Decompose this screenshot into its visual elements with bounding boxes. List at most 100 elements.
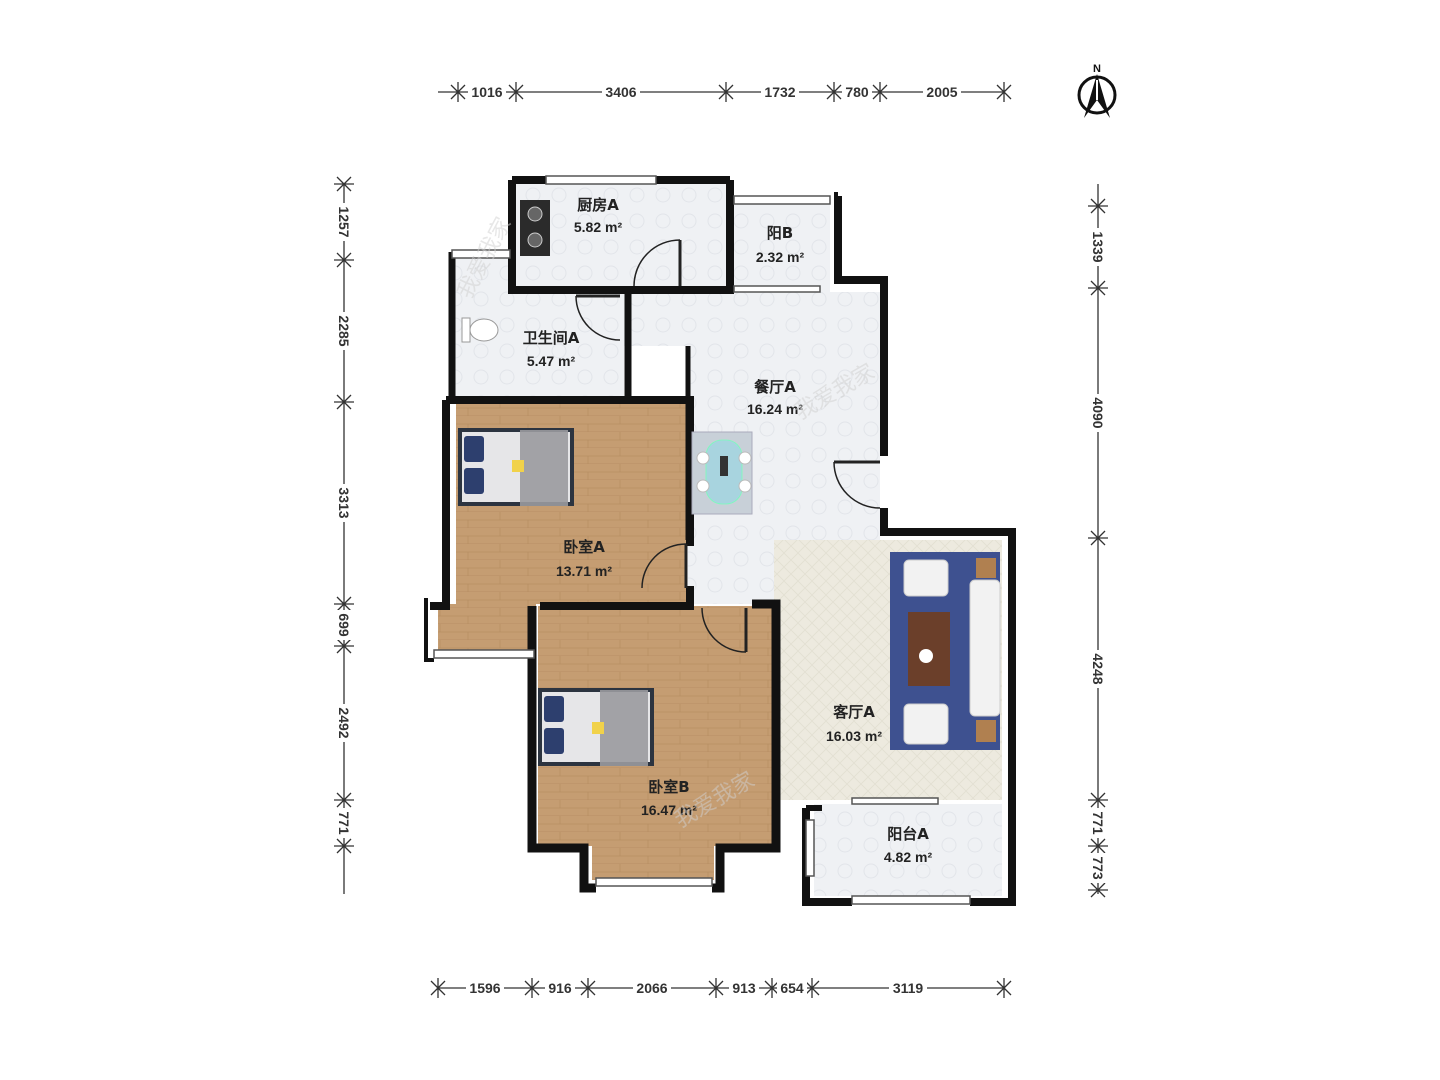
dimension-label-bg — [842, 83, 872, 101]
dimension-tick — [804, 978, 820, 998]
bathroom-window — [451, 249, 511, 259]
dimension-tick — [826, 82, 842, 102]
dimension-tick — [1088, 792, 1108, 808]
doors — [575, 239, 881, 653]
dimension-label: 2285 — [336, 315, 352, 346]
bedroom-b-door — [701, 607, 748, 653]
dimension-label-bg — [335, 312, 353, 350]
dimension-label: 4248 — [1090, 653, 1106, 684]
small-balcony-window — [733, 195, 831, 205]
dimension-tick — [1088, 198, 1108, 214]
dimension-label: 1257 — [336, 206, 352, 237]
bedroom-b-window — [595, 877, 713, 887]
dimension-label-bg — [923, 83, 961, 101]
sofa-set-icon — [890, 552, 1001, 750]
toilet-icon — [461, 317, 499, 343]
living-sliding-door — [851, 797, 939, 805]
small-balcony-floor — [734, 204, 830, 292]
room-name-small-balcony: 阳B — [767, 224, 793, 242]
dimension-label: 771 — [1090, 811, 1106, 835]
dimension-label-bg — [335, 203, 353, 241]
dimension-label: 773 — [1090, 856, 1106, 880]
room-name-balcony-a: 阳台A — [887, 825, 929, 843]
room-name-bathroom: 卫生间A — [523, 329, 580, 347]
dimension-label-bg — [1089, 808, 1107, 838]
bedroom-a-bay-wall — [424, 598, 434, 662]
dimension-tick — [708, 978, 724, 998]
dimension-label-bg — [729, 979, 759, 997]
dimension-label: 3313 — [336, 487, 352, 518]
dimension-label: 2005 — [926, 84, 957, 100]
dimension-label: 1339 — [1090, 231, 1106, 262]
dimension-label-bg — [545, 979, 575, 997]
dimension-tick — [334, 176, 354, 192]
dining-side-door — [833, 460, 881, 509]
dimension-label: 1016 — [471, 84, 502, 100]
dimension-label-bg — [335, 610, 353, 640]
dimension-label-bg — [335, 484, 353, 522]
room-name-living: 客厅A — [832, 703, 875, 721]
bedroom-b-floor — [538, 606, 772, 880]
dimension-tick — [872, 82, 888, 102]
kitchen-door — [633, 239, 682, 287]
room-name-bedroom-b: 卧室B — [648, 778, 689, 796]
dimension-label-bg — [335, 704, 353, 742]
dimension-tick — [1088, 838, 1108, 854]
dimension-tick — [334, 838, 354, 854]
dimension-label-bg — [1089, 650, 1107, 688]
dimension-label: 771 — [336, 811, 352, 835]
balcony-a-window — [851, 895, 971, 905]
dimension-label-bg — [889, 979, 927, 997]
dimension-label-bg — [777, 979, 807, 997]
dimension-ticks — [334, 82, 1108, 998]
dimension-label-bg — [1089, 853, 1107, 883]
room-area-balcony-a: 4.82 m² — [884, 849, 933, 865]
dimension-tick — [718, 82, 734, 102]
balcony-a-side-window — [805, 819, 815, 877]
dimension-label-bg — [1089, 228, 1107, 266]
dimension-label: 3406 — [605, 84, 636, 100]
bedroom-a-bay-floor — [438, 604, 536, 654]
dimension-tick — [334, 394, 354, 410]
compass-label: N — [1093, 63, 1101, 75]
dimension-label: 2066 — [636, 980, 667, 996]
dimension-tick — [334, 252, 354, 268]
dimension-label: 780 — [845, 84, 869, 100]
room-name-dining: 餐厅A — [754, 378, 796, 396]
balcony-a-floor — [814, 804, 1002, 896]
room-area-bathroom: 5.47 m² — [527, 353, 576, 369]
room-area-living: 16.03 m² — [826, 728, 882, 744]
bathroom-door — [575, 294, 621, 341]
bed-icon — [538, 688, 654, 766]
dining-right-wall — [880, 508, 1016, 808]
dimension-label-bg — [602, 83, 640, 101]
windows — [433, 175, 971, 905]
dimension-label: 699 — [336, 613, 352, 637]
dimension-label: 913 — [732, 980, 756, 996]
dimension-tick — [1088, 280, 1108, 296]
dimension-label: 916 — [548, 980, 572, 996]
dimension-label: 2492 — [336, 707, 352, 738]
dimension-tick — [334, 792, 354, 808]
room-area-kitchen: 5.82 m² — [574, 219, 623, 235]
dimension-label-bg — [633, 979, 671, 997]
dining-sliding-door — [733, 285, 821, 293]
north-compass-icon: N — [1077, 63, 1117, 118]
dimension-tick — [580, 978, 596, 998]
dimension-label-bg — [761, 83, 799, 101]
bed-icon — [458, 428, 574, 506]
room-name-kitchen: 厨房A — [577, 196, 619, 214]
bedroom-a-window — [433, 649, 535, 659]
dimension-tick — [524, 978, 540, 998]
walls — [424, 176, 1016, 906]
room-area-bedroom-b: 16.47 m² — [641, 802, 697, 818]
dimension-label: 4090 — [1090, 397, 1106, 428]
bedroom-a-door — [641, 543, 688, 589]
dimension-tick — [1088, 882, 1108, 898]
dimension-tick — [996, 978, 1012, 998]
dimension-tick — [334, 638, 354, 654]
dimension-label-bg — [1089, 394, 1107, 432]
room-name-bedroom-a: 卧室A — [563, 538, 605, 556]
